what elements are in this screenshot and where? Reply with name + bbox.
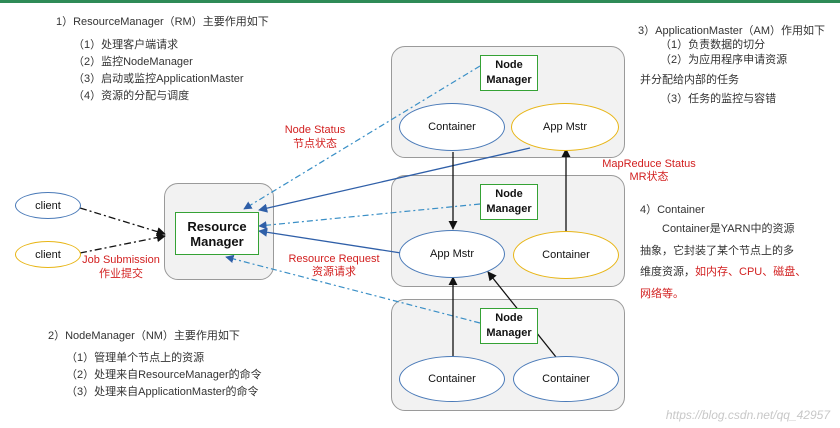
rm-section-title: 1）ResourceManager（RM）主要作用如下 (56, 16, 269, 28)
nm-middle-status-line (258, 203, 481, 230)
am-section-title: 3）ApplicationMaster（AM）作用如下 (638, 25, 826, 37)
node-manager-middle: Node Manager (480, 184, 538, 220)
container-bottom-right: Container (513, 356, 619, 402)
rm-item: （4）资源的分配与调度 (73, 90, 190, 102)
resource-request-label-cn: 资源请求 (312, 266, 356, 278)
node-manager-bottom: Node Manager (480, 308, 538, 344)
container-desc-line: Container是YARN中的资源 (662, 223, 795, 235)
container-desc-line: 抽象，它封装了某个节点上的多 (640, 245, 794, 257)
top-accent-bar (0, 0, 840, 3)
container-top-left: Container (399, 103, 505, 151)
node-manager-top: Node Manager (480, 55, 538, 91)
nm-item: （1）管理单个节点上的资源 (66, 352, 205, 364)
nm-bottom-status-line (225, 254, 481, 324)
rm-item: （3）启动或监控ApplicationMaster (73, 73, 244, 85)
resource-request-label: Resource Request (288, 253, 380, 265)
nm-item: （2）处理来自ResourceManager的命令 (66, 369, 262, 381)
container-desc-line: 网络等。 (640, 288, 684, 300)
watermark-text: https://blog.csdn.net/qq_42957 (665, 408, 830, 422)
client2-to-rm-line (79, 233, 166, 254)
job-submission-label-cn: 作业提交 (99, 268, 143, 280)
rm-item: （2）监控NodeManager (73, 56, 193, 68)
client1-to-rm-line (79, 207, 166, 236)
container-middle-right: Container (513, 231, 619, 279)
app-mstr-top: App Mstr (511, 103, 619, 151)
nm-item: （3）处理来自ApplicationMaster的命令 (66, 386, 259, 398)
container-desc-line: 维度资源，如内存、CPU、磁盘、 (640, 266, 807, 278)
am-top-to-rm-line (258, 147, 531, 213)
job-submission-label: Job Submission (82, 254, 160, 266)
rm-item: （1）处理客户端请求 (73, 39, 179, 51)
am-item: 并分配给内部的任务 (640, 74, 739, 86)
nm-section-title: 2）NodeManager（NM）主要作用如下 (48, 330, 240, 342)
client-1: client (15, 192, 81, 219)
am-item: （1）负责数据的切分 (660, 39, 766, 51)
app-mstr-middle: App Mstr (399, 230, 505, 278)
node-status-label-cn: 节点状态 (293, 138, 337, 150)
mr-status-label: MapReduce Status (602, 158, 696, 170)
client-2: client (15, 241, 81, 268)
nm-top-status-line (243, 65, 481, 210)
container-bottom-left: Container (399, 356, 505, 402)
node-status-label: Node Status (284, 124, 346, 136)
am-item: （2）为应用程序申请资源 (660, 54, 788, 66)
mr-status-label-cn: MR状态 (629, 171, 669, 183)
am-item: （3）任务的监控与容错 (660, 93, 777, 105)
resource-request-line (258, 227, 402, 254)
resource-manager-box: Resource Manager (175, 212, 259, 255)
container-section-title: 4）Container (640, 204, 705, 216)
